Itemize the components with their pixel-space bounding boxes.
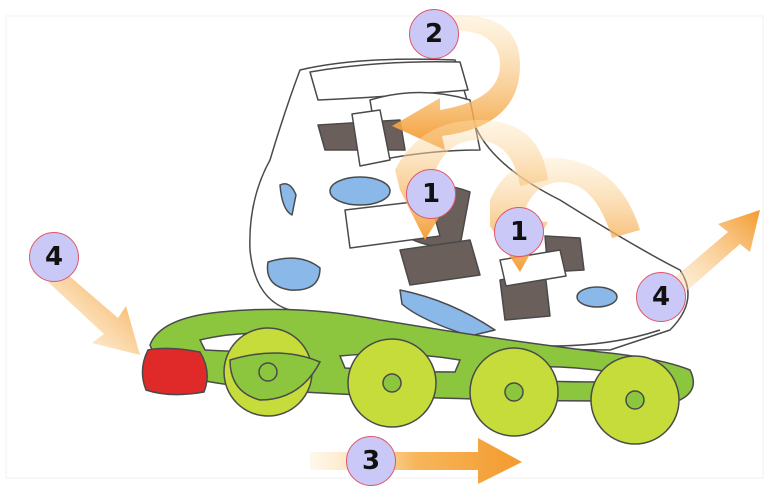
badge-upper-buckle: 1 xyxy=(406,169,456,219)
badge-tongue: 2 xyxy=(409,9,459,59)
badge-heel: 4 xyxy=(29,232,79,282)
arrow-glide xyxy=(310,438,522,484)
arrow-heel xyxy=(48,268,140,355)
badge-lower-buckle: 1 xyxy=(494,207,544,257)
heel-brake xyxy=(142,348,207,394)
badge-toe: 4 xyxy=(636,272,686,322)
badge-glide: 3 xyxy=(346,436,396,486)
